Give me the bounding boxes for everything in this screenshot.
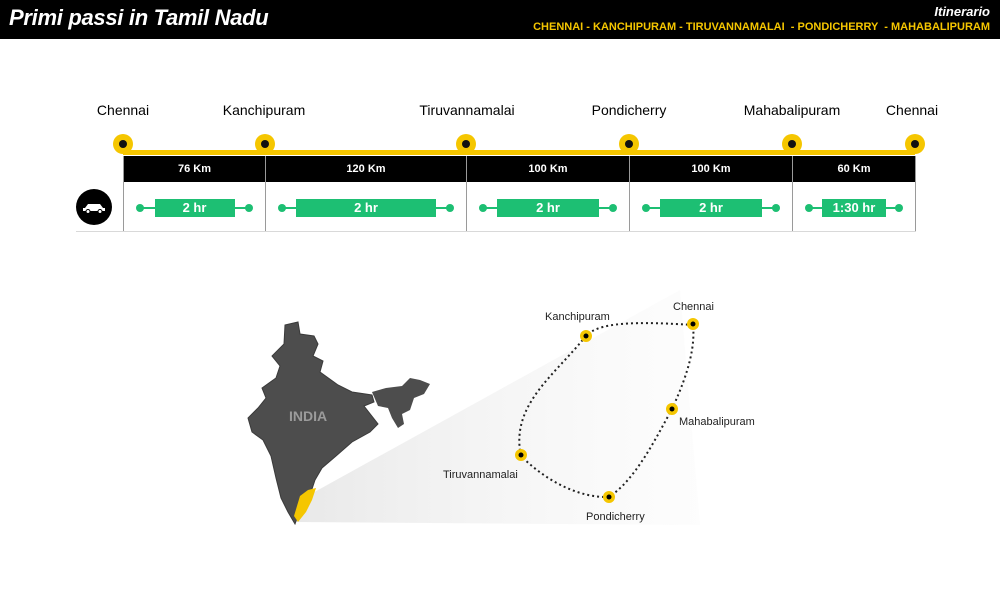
segment-duration: 2 hr bbox=[154, 199, 235, 217]
segment-duration: 1:30 hr bbox=[822, 199, 886, 217]
segment-pondicherry-mahabalipuram: 100 Km 2 hr bbox=[629, 156, 792, 232]
duration-bar: 1:30 hr bbox=[805, 199, 903, 217]
segment-kanchipuram-tiruvannamalai: 120 Km 2 hr bbox=[265, 156, 466, 232]
segment-duration: 2 hr bbox=[296, 199, 436, 217]
stop-label-chennai-end: Chennai bbox=[885, 102, 939, 118]
duration-bar: 2 hr bbox=[479, 199, 617, 217]
duration-dot bbox=[245, 204, 253, 212]
segment-distance: 120 Km bbox=[266, 156, 466, 182]
segment-duration: 2 hr bbox=[660, 199, 762, 217]
map-label-mahabalipuram: Mahabalipuram bbox=[679, 416, 755, 428]
segment-distance: 76 Km bbox=[124, 156, 265, 182]
stop-label-pondicherry: Pondicherry bbox=[591, 102, 667, 118]
stop-label-mahabalipuram: Mahabalipuram bbox=[743, 102, 841, 118]
duration-dot bbox=[895, 204, 903, 212]
stop-label-chennai-start: Chennai bbox=[96, 102, 150, 118]
page-title: Primi passi in Tamil Nadu bbox=[9, 5, 269, 30]
map-label-tiruvannamalai: Tiruvannamalai bbox=[443, 469, 518, 481]
segment-tiruvannamalai-pondicherry: 100 Km 2 hr bbox=[466, 156, 629, 232]
segment-distance: 100 Km bbox=[630, 156, 792, 182]
stop-pin bbox=[905, 134, 925, 154]
map-pin-pondicherry bbox=[603, 491, 615, 503]
map-pin-kanchipuram bbox=[580, 330, 592, 342]
duration-dot bbox=[805, 204, 813, 212]
segment-mahabalipuram-chennai: 60 Km 1:30 hr bbox=[792, 156, 916, 232]
stop-label-kanchipuram: Kanchipuram bbox=[222, 102, 306, 118]
duration-dot bbox=[609, 204, 617, 212]
zoom-beam bbox=[296, 290, 700, 525]
stop-pin bbox=[113, 134, 133, 154]
duration-bar: 2 hr bbox=[278, 199, 454, 217]
map-label-chennai: Chennai bbox=[673, 301, 714, 313]
map-label-pondicherry: Pondicherry bbox=[586, 511, 645, 523]
route-summary: CHENNAI - KANCHIPURAM - TIRUVANNAMALAI -… bbox=[533, 21, 990, 33]
segment-distance: 100 Km bbox=[467, 156, 629, 182]
duration-dot bbox=[136, 204, 144, 212]
duration-dot bbox=[446, 204, 454, 212]
duration-bar: 2 hr bbox=[642, 199, 780, 217]
stop-label-tiruvannamalai: Tiruvannamalai bbox=[419, 102, 515, 118]
india-map bbox=[247, 321, 379, 526]
section-label: Itinerario bbox=[934, 4, 990, 19]
map-label-kanchipuram: Kanchipuram bbox=[545, 311, 610, 323]
segment-chennai-kanchipuram: 76 Km 2 hr bbox=[123, 156, 265, 232]
northeast-india-map bbox=[372, 378, 430, 428]
duration-dot bbox=[642, 204, 650, 212]
duration-bar: 2 hr bbox=[136, 199, 253, 217]
country-label: INDIA bbox=[289, 408, 328, 424]
stop-pin bbox=[782, 134, 802, 154]
segment-duration: 2 hr bbox=[497, 199, 599, 217]
map-pin-mahabalipuram bbox=[666, 403, 678, 415]
map-pin-chennai bbox=[687, 318, 699, 330]
stop-pin bbox=[255, 134, 275, 154]
map-pin-tiruvannamalai bbox=[515, 449, 527, 461]
stop-pin bbox=[456, 134, 476, 154]
duration-dot bbox=[278, 204, 286, 212]
timeline-baseline bbox=[76, 231, 916, 232]
timeline-track bbox=[123, 150, 915, 155]
duration-dot bbox=[479, 204, 487, 212]
car-icon bbox=[76, 189, 112, 225]
duration-dot bbox=[772, 204, 780, 212]
segment-distance: 60 Km bbox=[793, 156, 915, 182]
stop-pin bbox=[619, 134, 639, 154]
tamil-nadu-highlight bbox=[294, 488, 316, 522]
header-bar: Primi passi in Tamil Nadu Itinerario CHE… bbox=[0, 0, 1000, 39]
